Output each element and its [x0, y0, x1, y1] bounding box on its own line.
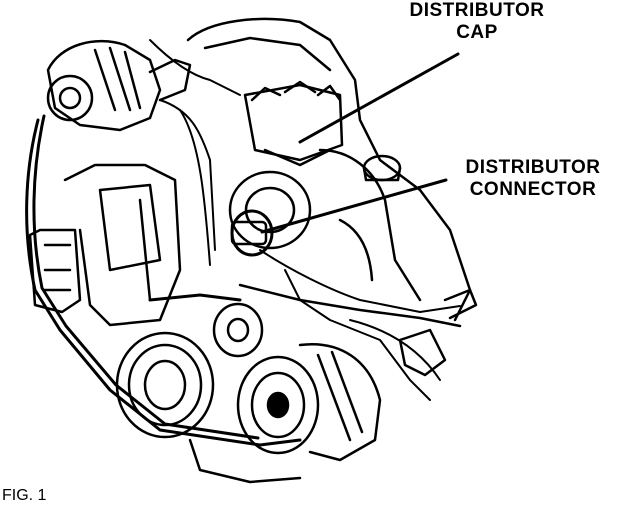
figure-label: FIG. 1	[2, 487, 47, 504]
alternator	[46, 40, 192, 132]
drive-belt	[25, 114, 302, 447]
left-bracket	[28, 163, 182, 327]
connector-highlight-circle	[230, 209, 274, 257]
distributor-connector-label: DISTRIBUTOR CONNECTOR	[452, 157, 614, 201]
crankshaft-pulley	[115, 331, 215, 439]
distributor-cap-label: DISTRIBUTOR CAP	[392, 0, 562, 44]
engine-block	[186, 17, 472, 484]
distributor-cap-label-line1: DISTRIBUTOR	[409, 0, 545, 21]
distributor-connector-label-line1: DISTRIBUTOR	[465, 157, 601, 178]
oil-filler-cap	[362, 154, 402, 182]
cap-leader-line	[298, 52, 460, 144]
connector-leader-line	[260, 178, 448, 234]
distributor-cap-label-line2: CAP	[456, 22, 498, 43]
right-sensor	[398, 288, 478, 377]
idler-pulley	[212, 302, 264, 358]
distributor-connector-label-line2: CONNECTOR	[469, 179, 597, 200]
leader-lines	[230, 52, 460, 257]
ac-compressor	[236, 343, 382, 462]
wiring-harness	[149, 39, 461, 401]
distributor	[228, 80, 344, 250]
